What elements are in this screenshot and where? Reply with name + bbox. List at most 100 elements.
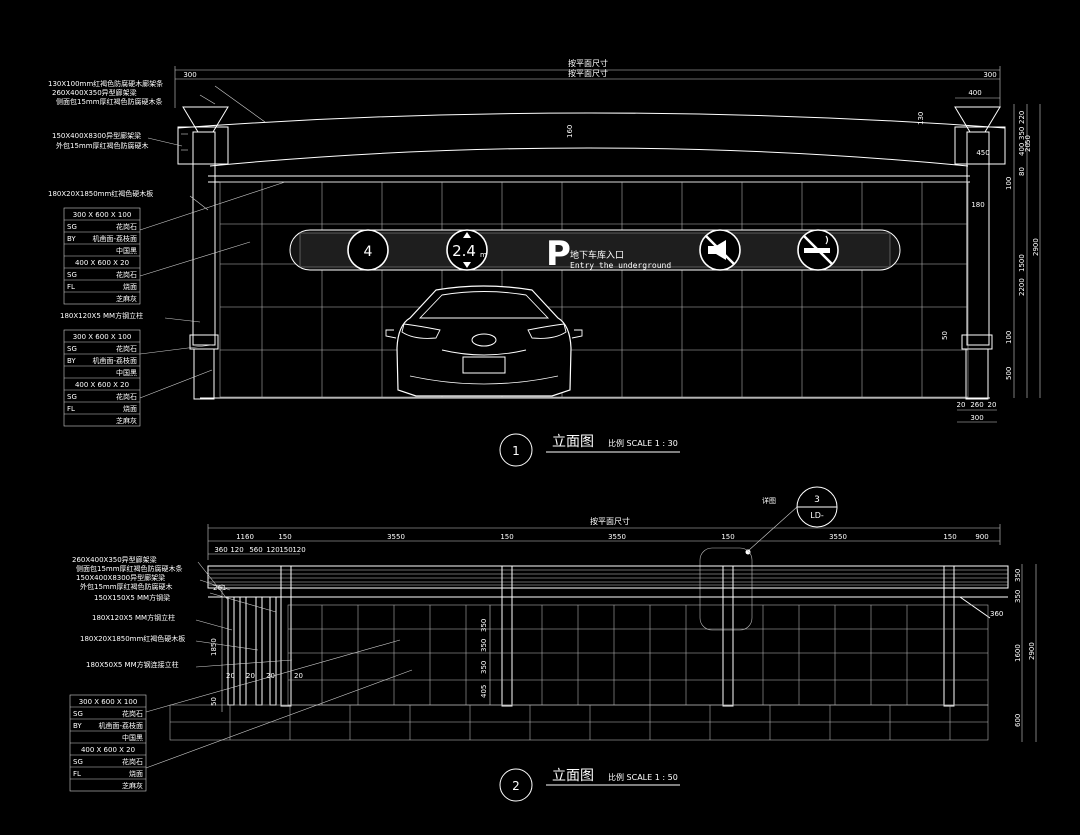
l2-261: 261 bbox=[213, 584, 226, 592]
r-dim-50: 50 bbox=[1024, 135, 1032, 144]
elevation-1-notes: 130X100mm红褐色防腐硬木廊架条 260X400X350异型廊架梁 侧面包… bbox=[48, 79, 286, 399]
n2-5: 150X150X5 MM方钢梁 bbox=[94, 593, 170, 602]
r-dim-500: 500 bbox=[1005, 367, 1013, 380]
d2-1160: 1160 bbox=[236, 533, 254, 541]
wall-grid-2 bbox=[169, 604, 989, 741]
l2-1850: 1850 bbox=[210, 638, 218, 656]
spec-cell: SG bbox=[67, 345, 77, 353]
height-limit-value: 2.4 bbox=[452, 242, 476, 260]
spec-cell: SG bbox=[73, 758, 83, 766]
spec-cell: FL bbox=[73, 770, 81, 778]
d2-3550b: 3550 bbox=[608, 533, 626, 541]
plan-dim-label: 按平面尺寸 bbox=[568, 58, 608, 68]
spec-cell: 烧面 bbox=[129, 769, 143, 778]
title-number-2: 2 bbox=[512, 779, 520, 793]
r-dim-2200: 2200 bbox=[1018, 278, 1026, 296]
d2-3550a: 3550 bbox=[387, 533, 405, 541]
sign-number: 4 bbox=[364, 244, 373, 260]
d2-150c: 150 bbox=[721, 533, 734, 541]
r-dim-220: 220 bbox=[1018, 111, 1026, 124]
d2-120a: 120 bbox=[230, 546, 243, 554]
note-4: 150X400X8300异型廊架梁 bbox=[52, 131, 141, 140]
spec-table-1b: 300 X 600 X 100 SG 花岗石 BY 机凿面-荔枝面 中国黑 40… bbox=[63, 329, 141, 427]
d2-150a: 150 bbox=[278, 533, 291, 541]
r-dim-2900: 2900 bbox=[1032, 238, 1040, 256]
d2-560: 560 bbox=[249, 546, 262, 554]
spec-cell: 400 X 600 X 20 bbox=[81, 746, 135, 754]
parking-sign-band: 4 2.4 m P 地下车库入口 Entry the underground bbox=[289, 229, 901, 274]
spec-cell: 花岗石 bbox=[122, 709, 143, 718]
b-dim-260: 260 bbox=[970, 401, 983, 409]
dim-400: 400 bbox=[968, 89, 981, 97]
top-dimension-2: 按平面尺寸 1160 150 3550 150 3550 150 3550 15… bbox=[207, 516, 1001, 560]
b-dim-20b: 20 bbox=[988, 401, 997, 409]
spec-cell: 芝麻灰 bbox=[116, 294, 137, 303]
right-dimension-stack: 220 350 400 20 50 80 100 1500 2200 2900 … bbox=[941, 104, 1041, 398]
n2-4: 外包15mm厚红褐色防腐硬木 bbox=[80, 582, 173, 591]
spec-cell: 机凿面-荔枝面 bbox=[98, 721, 143, 730]
r-dim-350: 350 bbox=[1018, 127, 1026, 140]
spec-cell: 400 X 600 X 20 bbox=[75, 381, 129, 389]
spec-cell: 400 X 600 X 20 bbox=[75, 259, 129, 267]
d2-900: 900 bbox=[975, 533, 988, 541]
spec-cell: 芝麻灰 bbox=[116, 416, 137, 425]
r-dim-100b: 100 bbox=[1005, 331, 1013, 344]
d2-120b: 120 bbox=[266, 546, 279, 554]
r2-1600: 1600 bbox=[1014, 644, 1022, 662]
spec-cell: 机凿面-荔枝面 bbox=[92, 356, 137, 365]
note-1: 130X100mm红褐色防腐硬木廊架条 bbox=[48, 79, 163, 88]
l2-20c: 20 bbox=[266, 672, 275, 680]
l2-20a: 20 bbox=[226, 672, 235, 680]
dim-50: 50 bbox=[941, 331, 949, 340]
note-7: 180X120X5 MM方钢立柱 bbox=[60, 311, 143, 320]
elevation-2-notes: 260X400X350异型廊架梁 侧面包15mm厚红褐色防腐硬木条 150X40… bbox=[72, 555, 413, 769]
r-dim-20: 20 bbox=[1024, 143, 1032, 152]
r2-360: 360 bbox=[990, 610, 1003, 618]
scale-1: 比例 SCALE 1 : 30 bbox=[608, 438, 678, 448]
n2-1: 260X400X350异型廊架梁 bbox=[72, 555, 157, 564]
spec-cell: SG bbox=[67, 271, 77, 279]
m2-350b: 350 bbox=[480, 639, 488, 652]
scale-2: 比例 SCALE 1 : 50 bbox=[608, 772, 678, 782]
d2-120c: 120 bbox=[292, 546, 305, 554]
n2-6: 180X120X5 MM方钢立柱 bbox=[92, 613, 175, 622]
plan-dim-label-2: 按平面尺寸 bbox=[590, 516, 630, 526]
d2-3550c: 3550 bbox=[829, 533, 847, 541]
spec-cell: 花岗石 bbox=[116, 270, 137, 279]
note-6: 180X20X1850mm红褐色硬木板 bbox=[48, 189, 153, 198]
title-number-1: 1 bbox=[512, 444, 520, 458]
n2-3: 150X400X8300异型廊架梁 bbox=[76, 573, 165, 582]
spec-cell: 300 X 600 X 100 bbox=[73, 211, 132, 219]
dim-130: 130 bbox=[917, 112, 925, 125]
main-beam: 160 130 bbox=[177, 112, 1006, 183]
spec-cell: 300 X 600 X 100 bbox=[73, 333, 132, 341]
no-smoking-icon bbox=[797, 229, 839, 271]
note-5: 外包15mm厚红褐色防腐硬木 bbox=[56, 141, 149, 150]
spec-cell: 机凿面-荔枝面 bbox=[92, 234, 137, 243]
right-dims-2: 350 350 360 1600 2900 600 bbox=[990, 564, 1037, 742]
elevation-2-title: 2 立面图 比例 SCALE 1 : 50 bbox=[499, 768, 680, 802]
spec-cell: FL bbox=[67, 405, 75, 413]
n2-2: 侧面包15mm厚红褐色防腐硬木条 bbox=[76, 564, 183, 573]
number-sign-circle bbox=[347, 229, 389, 271]
bottom-dimension: 20 260 20 300 bbox=[957, 401, 997, 423]
spec-cell: 中国黑 bbox=[116, 368, 137, 377]
dim-160: 160 bbox=[566, 125, 574, 138]
dim-300-right: 300 bbox=[983, 71, 996, 79]
b-dim-20a: 20 bbox=[957, 401, 966, 409]
r2-350a: 350 bbox=[1014, 569, 1022, 582]
note-2: 260X400X350异型廊架梁 bbox=[52, 88, 137, 97]
elevation-1: 按平面尺寸 按平面尺寸 300 300 400 450 180 bbox=[48, 58, 1041, 467]
detail-number: 3 bbox=[814, 495, 820, 505]
spec-cell: 中国黑 bbox=[122, 733, 143, 742]
spec-table-2: 300 X 600 X 100 SG 花岗石 BY 机凿面-荔枝面 中国黑 40… bbox=[69, 694, 147, 792]
m2-405: 405 bbox=[480, 685, 488, 698]
r2-2900: 2900 bbox=[1028, 642, 1036, 660]
dim-450: 450 bbox=[976, 149, 989, 157]
elevation-1-title: 1 立面图 比例 SCALE 1 : 30 bbox=[499, 433, 680, 467]
d2-360: 360 bbox=[214, 546, 227, 554]
spec-cell: 中国黑 bbox=[116, 246, 137, 255]
detail-label: 详图 bbox=[762, 496, 776, 505]
left-column bbox=[177, 106, 229, 400]
spec-cell: BY bbox=[67, 357, 76, 365]
